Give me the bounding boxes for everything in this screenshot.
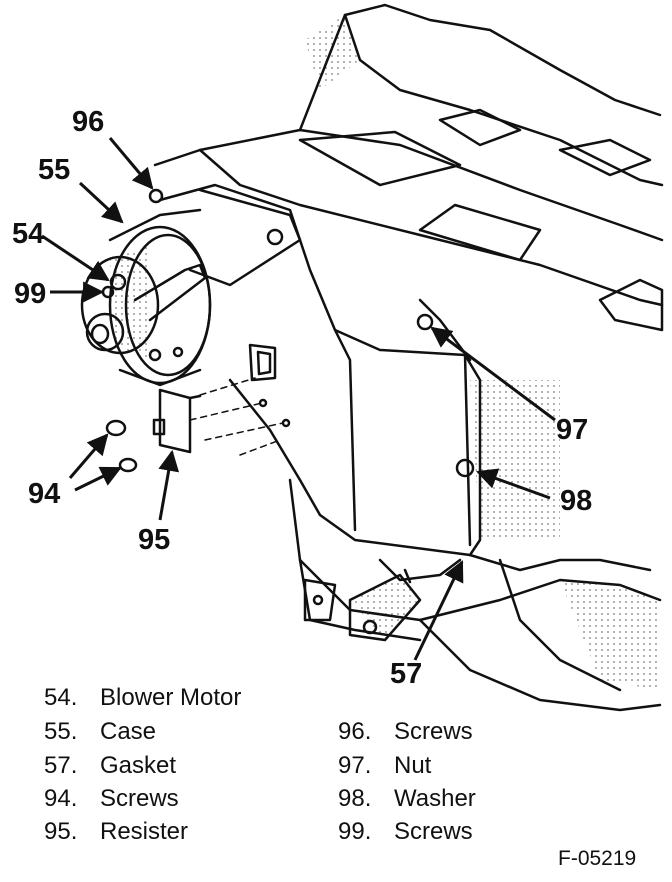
- shading: [110, 15, 660, 690]
- legend-label: Case: [100, 718, 157, 745]
- legend-number: 98.: [338, 785, 372, 812]
- legend-number: 54.: [44, 684, 78, 711]
- legend-label: Gasket: [100, 752, 177, 779]
- legend-label: Screws: [394, 718, 473, 745]
- callout-55: 55: [38, 154, 71, 186]
- legend-label: Resister: [100, 818, 189, 845]
- callout-95: 95: [138, 524, 171, 556]
- legend-number: 97.: [338, 752, 372, 779]
- callout-96: 96: [72, 106, 105, 138]
- legend-label: Blower Motor: [100, 684, 242, 711]
- figure-id: F-05219: [558, 847, 637, 870]
- assembly-guide-lines: [189, 377, 284, 456]
- legend-number: 94.: [44, 785, 78, 812]
- legend-number: 95.: [44, 818, 78, 845]
- resistor: [152, 343, 277, 454]
- legend-number: 99.: [338, 818, 372, 845]
- callout-99: 99: [14, 278, 47, 310]
- callout-57: 57: [390, 658, 423, 690]
- legend-number: 55.: [44, 718, 78, 745]
- blower-case: [158, 183, 662, 712]
- legend-label: Screws: [394, 818, 473, 845]
- legend-label: Washer: [394, 785, 476, 812]
- callout-54: 54: [12, 218, 45, 250]
- dash-panel: [153, 3, 664, 332]
- callout-97: 97: [556, 414, 589, 446]
- legend-label: Screws: [100, 785, 179, 812]
- blower-motor: [80, 208, 212, 387]
- legend-number: 96.: [338, 718, 372, 745]
- callout-94: 94: [28, 478, 61, 510]
- fasteners: [105, 188, 475, 478]
- legend-label: Nut: [394, 752, 432, 779]
- callout-98: 98: [560, 485, 593, 517]
- leader-arrows: [41, 137, 556, 661]
- legend-number: 57.: [44, 752, 78, 779]
